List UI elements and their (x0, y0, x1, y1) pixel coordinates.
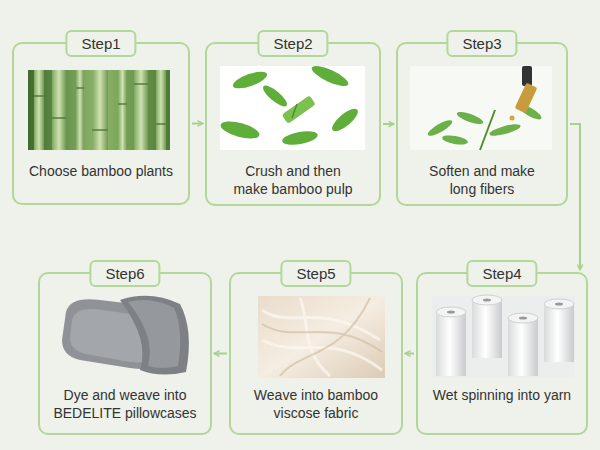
caption-row: Wet spinning into yarn (418, 386, 586, 404)
step-tab: Step4 (466, 260, 537, 287)
bamboo-photo (28, 70, 170, 150)
caption-row: Soften and make long fibers (398, 162, 566, 198)
yarn-photo (432, 295, 575, 378)
pillow-photo (62, 296, 189, 375)
flow-arrow (405, 353, 414, 355)
step-tab: Step6 (89, 260, 160, 287)
caption-row: Dye and weave into BEDELITE pillowcases (40, 386, 210, 422)
step-tab: Step2 (257, 30, 328, 57)
caption-row: Crush and then make bamboo pulp (207, 162, 379, 198)
step-box: Step5Weave into bamboo viscose fabric (229, 272, 403, 435)
leaves-photo (219, 62, 365, 150)
step-caption: Crush and then make bamboo pulp (228, 162, 358, 198)
step-caption: Weave into bamboo viscose fabric (241, 386, 391, 422)
step-box: Step3Soften and make long fibers (396, 42, 568, 206)
step-box: Step1Choose bamboo plants (12, 42, 190, 205)
step-caption: Dye and weave into BEDELITE pillowcases (45, 386, 205, 422)
step-box: Step4Wet spinning into yarn (416, 272, 588, 435)
dropper-photo (410, 66, 552, 150)
step-tab: Step3 (446, 30, 517, 57)
step-tab: Step5 (280, 260, 351, 287)
flow-arrow (570, 124, 580, 270)
step-caption: Wet spinning into yarn (433, 386, 571, 404)
step-caption: Soften and make long fibers (417, 162, 547, 198)
step-tab: Step1 (65, 30, 136, 57)
step-box: Step6Dye and weave into BEDELITE pillowc… (38, 272, 212, 435)
caption-row: Weave into bamboo viscose fabric (231, 386, 401, 422)
caption-row: Choose bamboo plants (14, 162, 188, 180)
flow-arrow (383, 123, 394, 125)
flow-arrow (214, 353, 227, 355)
step-box: Step2Crush and then make bamboo pulp (205, 42, 381, 206)
fabric-photo (258, 296, 385, 378)
step-caption: Choose bamboo plants (29, 162, 173, 180)
flow-arrow (192, 123, 203, 125)
